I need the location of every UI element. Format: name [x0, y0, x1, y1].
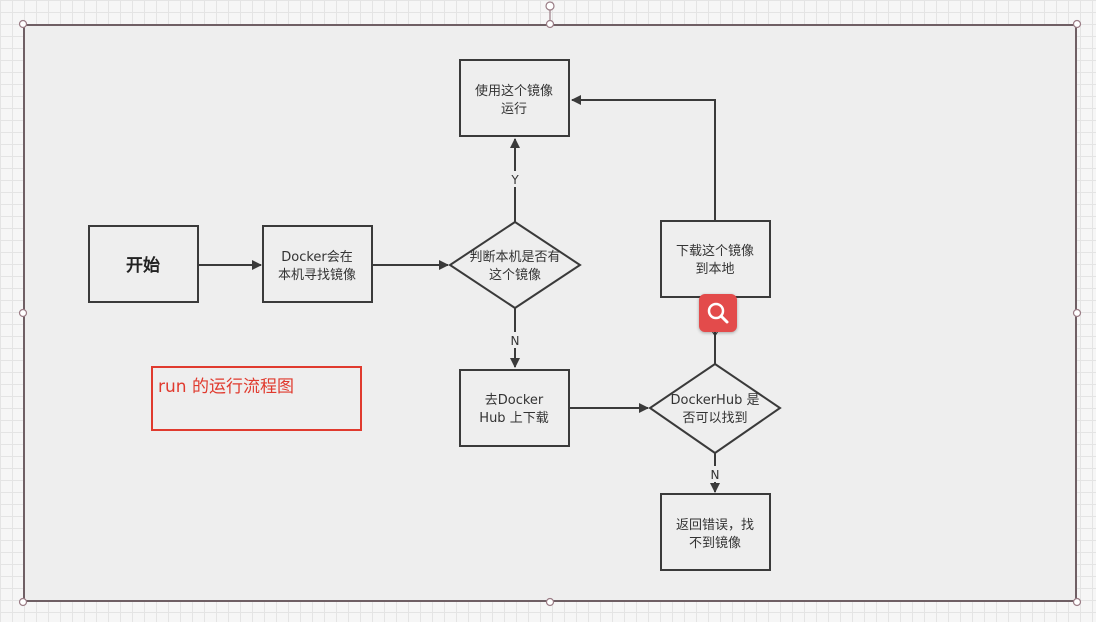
- node-check-local[interactable]: [448, 220, 582, 310]
- resize-handle-top-left[interactable]: [18, 19, 28, 29]
- node-check-local-line2: 这个镜像: [489, 267, 541, 283]
- note-text: run 的运行流程图: [158, 377, 294, 397]
- edge-label-check-yes: Y: [510, 173, 519, 187]
- node-error[interactable]: [660, 493, 771, 571]
- node-go-hub-line1: 去Docker: [485, 393, 544, 408]
- node-docker-search[interactable]: [262, 225, 373, 303]
- edge-label-hub-yes: Y: [710, 329, 719, 343]
- resize-handle-bottom-center[interactable]: [545, 597, 555, 607]
- edge-download-to-use: [571, 95, 716, 220]
- node-start[interactable]: [88, 225, 199, 303]
- node-hub-check-line2: 否可以找到: [682, 411, 747, 426]
- node-download[interactable]: [660, 220, 771, 298]
- resize-handle-top-center[interactable]: [545, 19, 555, 29]
- resize-handle-bottom-left[interactable]: [18, 597, 28, 607]
- node-error-line1: 返回错误，找: [676, 518, 754, 533]
- edge-label-check-no: N: [511, 334, 520, 348]
- resize-handle-top-right[interactable]: [1072, 19, 1082, 29]
- node-hub-check[interactable]: [648, 362, 782, 455]
- node-go-hub-line2: Hub 上下载: [479, 411, 548, 426]
- resize-handle-middle-left[interactable]: [18, 308, 28, 318]
- node-error-line2: 不到镜像: [689, 536, 741, 551]
- node-start-label: 开始: [126, 255, 160, 276]
- node-download-line1: 下载这个镜像: [676, 243, 754, 259]
- node-go-hub[interactable]: [459, 369, 570, 447]
- note-box[interactable]: [151, 366, 362, 431]
- node-use-image-line1: 使用这个镜像: [475, 83, 553, 99]
- edge-label-hub-no: N: [711, 468, 720, 482]
- resize-handle-bottom-right[interactable]: [1072, 597, 1082, 607]
- rotate-handle[interactable]: [545, 1, 555, 11]
- node-check-local-line1: 判断本机是否有: [469, 250, 560, 265]
- node-docker-search-line2: 本机寻找镜像: [278, 268, 356, 283]
- node-docker-search-line1: Docker会在: [281, 250, 353, 265]
- zoom-button[interactable]: [699, 294, 737, 332]
- node-use-image[interactable]: [459, 59, 570, 137]
- resize-handle-middle-right[interactable]: [1072, 308, 1082, 318]
- node-use-image-line2: 运行: [501, 102, 527, 117]
- node-download-line2: 到本地: [695, 262, 734, 277]
- magnifier-icon: [707, 302, 729, 324]
- node-hub-check-line1: DockerHub 是: [671, 393, 760, 408]
